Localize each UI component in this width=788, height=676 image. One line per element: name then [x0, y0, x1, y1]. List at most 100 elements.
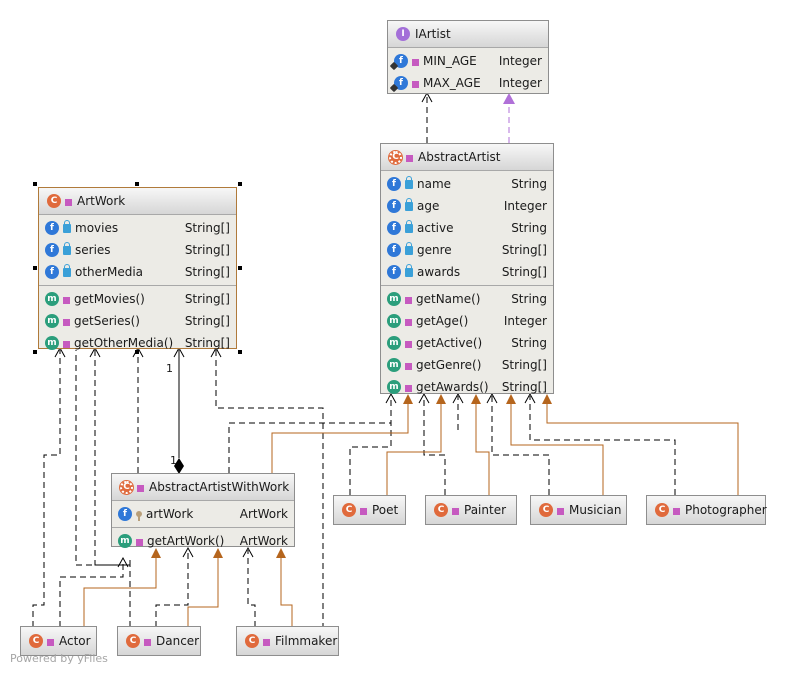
multiplicity-label-target: 1	[170, 454, 177, 467]
package-visibility-icon	[412, 80, 419, 88]
field-name: genre	[417, 243, 452, 257]
field-icon: f	[45, 221, 59, 235]
field-type: String[]	[184, 221, 230, 235]
class-icon: C	[539, 503, 553, 517]
lock-icon	[63, 219, 71, 233]
method-name: getActive()	[416, 336, 483, 350]
lock-icon	[405, 219, 413, 233]
package-visibility-icon	[47, 638, 54, 646]
field-type: Integer	[503, 199, 547, 213]
fields-section: f MIN_AGE Integer f MAX_AGE Integer	[388, 48, 548, 96]
field-type: Integer	[498, 76, 542, 90]
field-type: ArtWork	[239, 507, 288, 521]
class-name: Poet	[372, 503, 399, 517]
method-name: getGenre()	[416, 358, 482, 372]
lock-icon	[405, 241, 413, 255]
class-header: I IArtist	[388, 21, 548, 48]
package-visibility-icon	[557, 507, 564, 515]
field-type: String[]	[184, 265, 230, 279]
selection-handle[interactable]	[135, 182, 139, 186]
multiplicity-label-source: 1	[166, 362, 173, 375]
lock-icon	[405, 197, 413, 211]
field-name: MAX_AGE	[423, 76, 481, 90]
package-visibility-icon	[65, 198, 72, 206]
field-name: MIN_AGE	[423, 54, 477, 68]
method-icon: m	[45, 336, 59, 350]
field-type: String	[511, 221, 547, 235]
field-type: String[]	[501, 243, 547, 257]
lock-icon	[405, 175, 413, 189]
method-type: String	[511, 336, 547, 350]
selection-handle[interactable]	[33, 350, 37, 354]
field-row[interactable]: f MIN_AGE Integer	[388, 50, 548, 72]
selection-handle[interactable]	[33, 266, 37, 270]
package-visibility-icon	[263, 638, 270, 646]
package-visibility-icon	[405, 384, 412, 392]
class-icon: C	[434, 503, 448, 517]
class-name: Painter	[464, 503, 507, 517]
package-visibility-icon	[405, 362, 412, 370]
selection-handle[interactable]	[238, 266, 242, 270]
field-name: series	[75, 243, 111, 257]
method-name: getSeries()	[74, 314, 140, 328]
method-type: String[]	[184, 336, 230, 350]
package-visibility-icon	[452, 507, 459, 515]
field-icon: f	[118, 507, 132, 521]
field-name: otherMedia	[75, 265, 144, 279]
key-icon	[136, 511, 142, 521]
class-iartist[interactable]: I IArtist f MIN_AGE Integer f MAX_AGE In…	[387, 20, 549, 94]
method-name: getMovies()	[74, 292, 145, 306]
abstractartistwithwork-subclass-edges	[32, 346, 293, 627]
selection-handle[interactable]	[238, 350, 242, 354]
interface-icon: I	[396, 27, 410, 41]
class-painter[interactable]: C Painter	[425, 495, 517, 525]
abstractartist-subclass-edges	[210, 346, 739, 627]
field-icon: f	[387, 177, 401, 191]
field-row[interactable]: f MAX_AGE Integer	[388, 72, 548, 94]
selection-handle[interactable]	[238, 182, 242, 186]
package-visibility-icon	[405, 340, 412, 348]
method-icon: m	[387, 358, 401, 372]
selection-handle[interactable]	[33, 182, 37, 186]
abstract-class-icon: C	[119, 479, 134, 495]
selection-handle[interactable]	[135, 350, 139, 354]
method-type: Integer	[503, 314, 547, 328]
method-icon: m	[45, 292, 59, 306]
class-name: Filmmaker	[275, 634, 338, 648]
field-name: awards	[417, 265, 461, 279]
method-icon: m	[387, 314, 401, 328]
